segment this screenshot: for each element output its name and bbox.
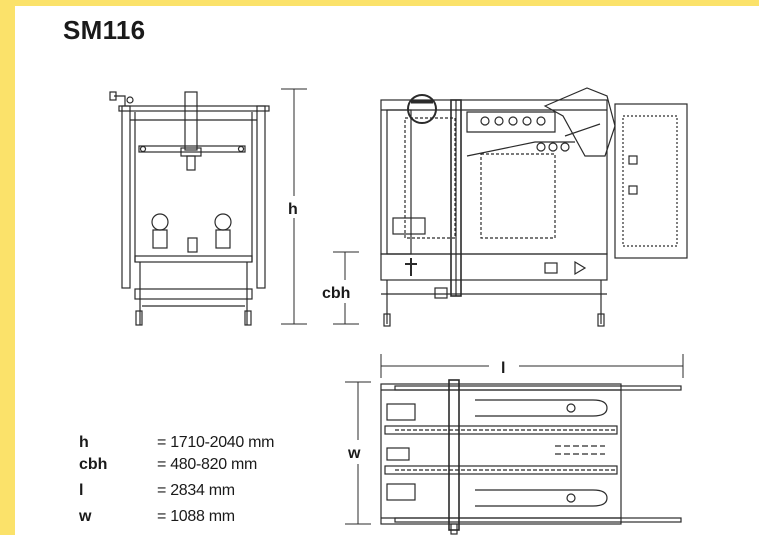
- top-view-drawing: [380, 379, 682, 535]
- legend-value: = 480-820 mm: [157, 456, 258, 473]
- model-title: SM116: [63, 15, 146, 45]
- legend-key: l: [79, 482, 84, 499]
- legend-key: cbh: [79, 456, 108, 473]
- length-dimension-label: l: [501, 360, 505, 377]
- spec-sheet: SM116: [15, 6, 759, 535]
- height-dimension-label: h: [288, 201, 298, 218]
- legend-key: h: [79, 434, 89, 451]
- length-dimension: [380, 354, 684, 378]
- legend-value: = 1710-2040 mm: [157, 434, 275, 451]
- side-view-drawing: [380, 87, 688, 327]
- height-dimension: [281, 88, 307, 325]
- conveyor-bed-height-dimension: [333, 251, 359, 325]
- cbh-dimension-label: cbh: [322, 285, 350, 302]
- legend-key: w: [79, 508, 92, 525]
- width-dimension: [345, 381, 371, 525]
- legend-value: = 2834 mm: [157, 482, 235, 499]
- width-dimension-label: w: [347, 445, 361, 462]
- legend-value: = 1088 mm: [157, 508, 235, 525]
- technical-drawing: h cbh l w: [109, 87, 688, 535]
- front-view-drawing: [109, 91, 270, 326]
